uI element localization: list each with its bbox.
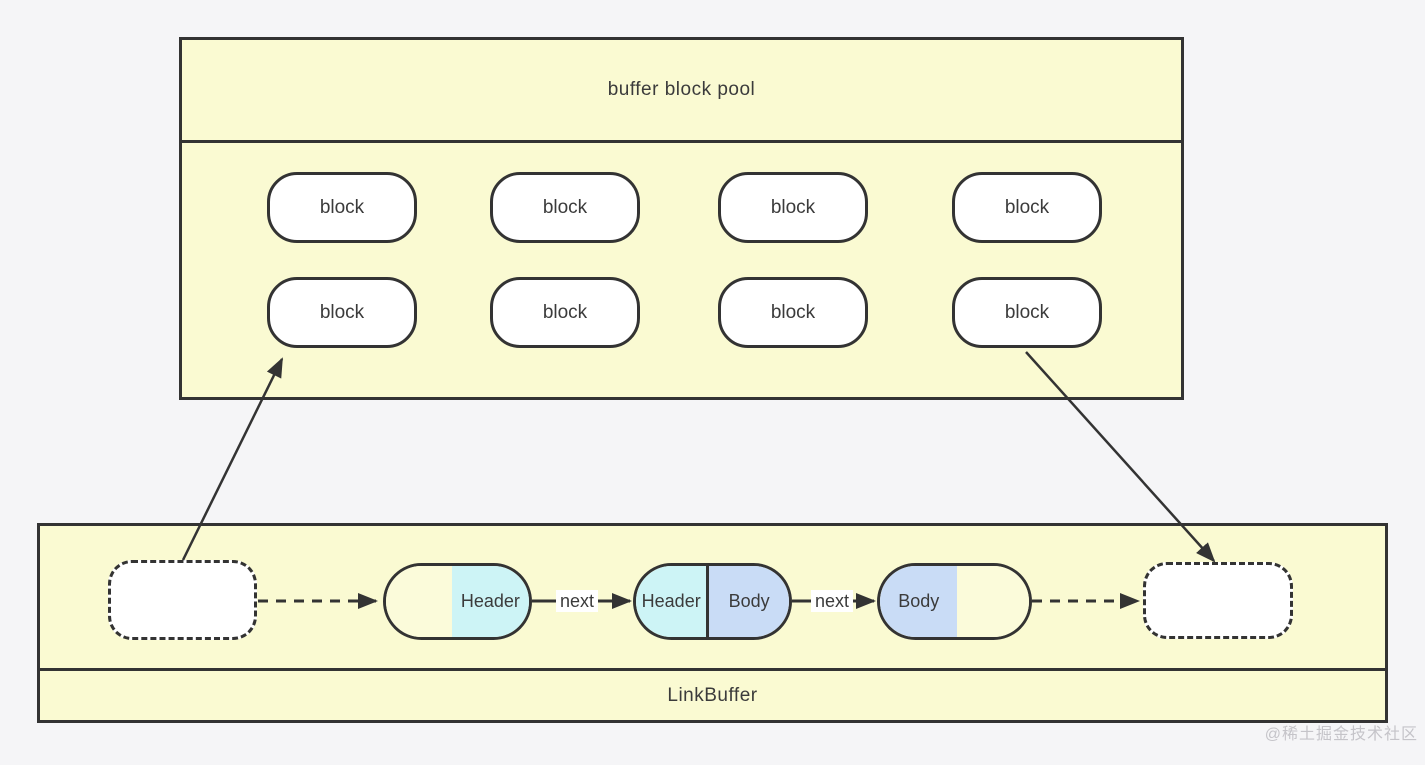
next-edge-label: next [556,590,599,612]
next-edge-label: next [811,590,854,612]
pool-title: buffer block pool [182,40,1181,143]
watermark: @稀土掘金技术社区 [1264,726,1418,743]
body-segment: Body [880,566,958,637]
block-label: block [1004,196,1050,218]
pool-block: block [952,172,1102,243]
segment-label: Body [728,591,770,611]
pool-block: block [718,277,868,348]
pool-block: block [718,172,868,243]
header-body-node: Header Body [633,563,792,640]
linkbuffer-title: LinkBuffer [40,668,1385,720]
segment-label: Body [898,591,940,611]
pool-block: block [267,277,417,348]
body-segment: Body [706,566,789,637]
block-label: block [319,301,365,323]
block-label: block [770,301,816,323]
body-node: Body [877,563,1032,640]
pool-block: block [952,277,1102,348]
pool-block: block [490,172,640,243]
empty-segment [957,566,1029,637]
block-label: block [770,196,816,218]
pool-block: block [490,277,640,348]
block-label: block [542,196,588,218]
segment-label: Header [460,591,520,611]
block-label: block [1004,301,1050,323]
block-label: block [542,301,588,323]
pool-block: block [267,172,417,243]
segment-label: Header [641,591,701,611]
header-segment: Header [636,566,707,637]
placeholder-node-left [108,560,257,640]
empty-segment [386,566,452,637]
block-label: block [319,196,365,218]
header-segment: Header [451,566,529,637]
placeholder-node-right [1143,562,1293,639]
header-node: Header [383,563,532,640]
